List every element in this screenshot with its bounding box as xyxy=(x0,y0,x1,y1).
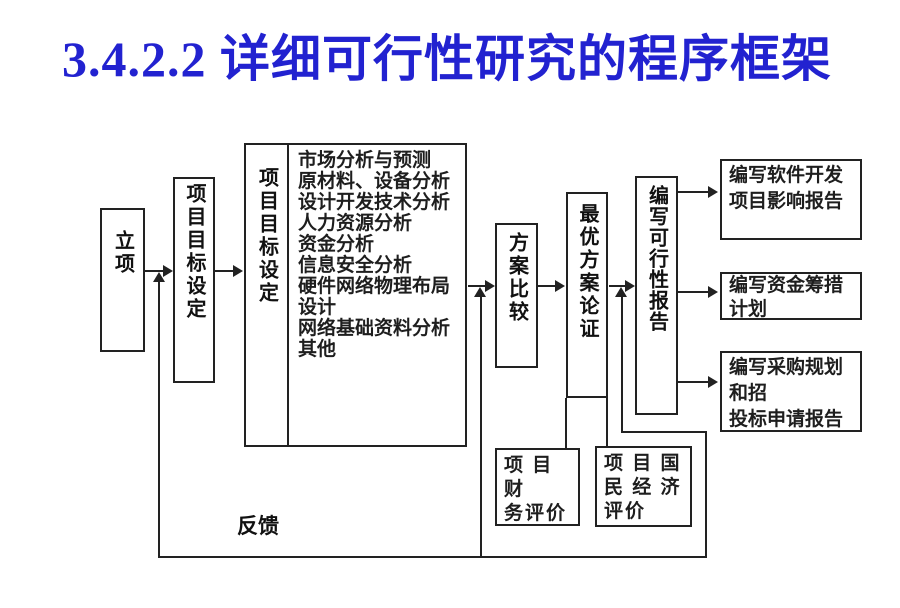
box-plan-compare: 方案比较 xyxy=(495,223,538,368)
slide-title: 3.4.2.2 详细可行性研究的程序框架 xyxy=(62,31,832,87)
connector-report-to-output1 xyxy=(678,191,709,193)
eval-line: 评价 xyxy=(604,501,647,522)
connector-establish-to-goal xyxy=(145,270,164,272)
box-output-funding-plan: 编写资金筹措 计划 xyxy=(720,272,862,320)
connector-compare-to-optimal xyxy=(538,285,556,287)
analysis-item: 硬件网络物理布局 xyxy=(298,276,451,297)
arrowhead-compare-to-optimal xyxy=(555,280,565,292)
analysis-item: 网络基础资料分析 xyxy=(298,318,451,339)
box-eval-financial: 项 目 财 务评价 xyxy=(495,448,580,526)
connector-optimal-to-report xyxy=(609,285,626,287)
box-goal-setting-label: 项目目标设定 xyxy=(183,183,205,321)
connector-report-to-output3 xyxy=(678,381,709,383)
feedback-line-compare-junction xyxy=(480,296,482,557)
feedback-line-bottom xyxy=(158,556,707,558)
box-output-procurement-bidding: 编写采购规划 和招 投标申请报告 xyxy=(720,351,862,432)
analysis-item: 其他 xyxy=(298,339,337,360)
analysis-item: 设计 xyxy=(298,297,337,318)
output-line: 编写软件开发 xyxy=(729,165,844,186)
box-optimal-plan-label: 最优方案论证 xyxy=(576,203,598,341)
output-line: 和招 xyxy=(729,383,768,404)
eval-line: 项 目 国 xyxy=(604,453,682,474)
box-optimal-plan: 最优方案论证 xyxy=(566,192,608,398)
output-line: 项目影响报告 xyxy=(729,191,844,212)
analysis-item: 资金分析 xyxy=(298,234,375,255)
feedback-line-upper-horizontal xyxy=(621,431,707,433)
arrowhead-establish-to-goal xyxy=(163,265,173,277)
box-write-report: 编写可行性报告 xyxy=(635,176,678,415)
analysis-item: 原材料、设备分析 xyxy=(298,171,451,192)
eval-line: 项 目 财 xyxy=(504,455,554,500)
arrowhead-report-to-output2 xyxy=(708,286,718,298)
output-text: 编写采购规划 和招 投标申请报告 xyxy=(729,355,844,430)
analysis-label: 项目目标设定 xyxy=(255,167,278,305)
analysis-item: 人力资源分析 xyxy=(298,213,413,234)
arrowhead-goal-to-analysis xyxy=(233,265,243,277)
box-plan-compare-label: 方案比较 xyxy=(505,232,528,324)
arrowhead-report-to-output3 xyxy=(708,376,718,388)
arrowhead-report-to-output1 xyxy=(708,186,718,198)
analysis-item: 设计开发技术分析 xyxy=(298,192,451,213)
feedback-label: 反馈 xyxy=(237,515,279,538)
connector-report-to-output2 xyxy=(678,291,709,293)
output-line: 编写资金筹措 xyxy=(729,275,844,296)
analysis-item: 市场分析与预测 xyxy=(298,150,432,171)
connector-analysis-to-compare xyxy=(468,285,486,287)
connector-optimal-to-eval-national xyxy=(606,398,608,446)
arrowhead-feedback-into-compare xyxy=(474,287,486,297)
feedback-line-right-vertical xyxy=(705,431,707,558)
box-write-report-label: 编写可行性报告 xyxy=(645,185,668,332)
connector-optimal-to-eval-financial xyxy=(565,398,567,448)
arrowhead-feedback-into-report xyxy=(615,287,627,297)
analysis-list: 市场分析与预测 原材料、设备分析 设计开发技术分析 人力资源分析 资金分析 信息… xyxy=(289,145,465,360)
eval-text: 项 目 国 民 经 济 评价 xyxy=(604,452,682,524)
eval-line: 民 经 济 xyxy=(604,477,682,498)
analysis-divider xyxy=(287,145,289,445)
box-analysis: 项目目标设定 市场分析与预测 原材料、设备分析 设计开发技术分析 人力资源分析 … xyxy=(244,143,467,447)
connector-goal-to-analysis xyxy=(215,270,234,272)
box-output-software-impact: 编写软件开发 项目影响报告 xyxy=(720,159,862,240)
box-goal-setting: 项目目标设定 xyxy=(173,177,215,383)
output-line: 计划 xyxy=(729,299,768,320)
feedback-line-report-junction xyxy=(621,296,623,432)
feedback-line-left-vertical xyxy=(158,281,160,557)
analysis-item: 信息安全分析 xyxy=(298,255,413,276)
analysis-label-column: 项目目标设定 xyxy=(246,145,287,305)
arrowhead-analysis-to-compare xyxy=(485,280,495,292)
output-text: 编写资金筹措 计划 xyxy=(729,274,844,320)
eval-text: 项 目 财 务评价 xyxy=(504,454,571,524)
output-line: 投标申请报告 xyxy=(729,409,844,430)
arrowhead-optimal-to-report xyxy=(625,280,635,292)
output-line: 编写采购规划 xyxy=(729,357,844,378)
box-eval-national-economy: 项 目 国 民 经 济 评价 xyxy=(595,446,692,527)
box-establish-project-label: 立项 xyxy=(111,230,134,276)
eval-line: 务评价 xyxy=(504,503,568,524)
arrowhead-feedback-into-goal xyxy=(153,272,165,282)
box-establish-project: 立项 xyxy=(100,208,145,352)
output-text: 编写软件开发 项目影响报告 xyxy=(729,163,843,215)
